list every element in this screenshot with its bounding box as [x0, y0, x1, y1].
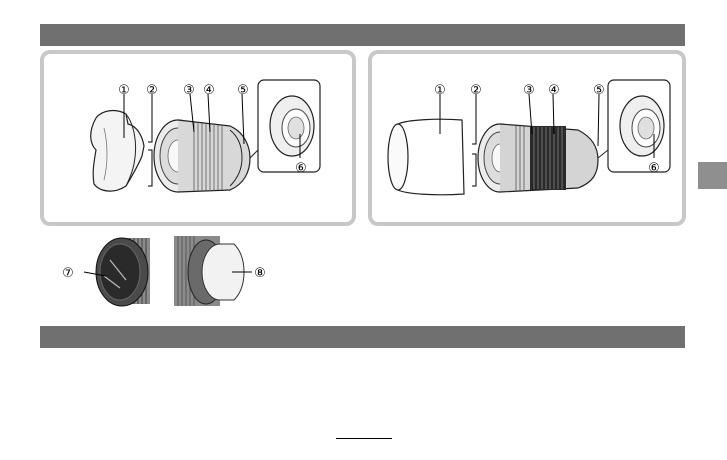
- lens-diagram-right-drawing: ① ② ③ ④ ⑤ ⑥: [372, 54, 690, 230]
- lens-mount-inset-left: [250, 80, 320, 172]
- lens-caps-figures: ⑦ ⑧: [56, 230, 296, 315]
- section-header-bar-top: [40, 24, 685, 46]
- callout-8: ⑧: [254, 266, 266, 281]
- section-header-bar-bottom: [40, 326, 685, 348]
- callout-3-left: ③: [183, 83, 195, 98]
- callout-4-right: ④: [548, 83, 560, 98]
- lens-diagram-panel-right: ① ② ③ ④ ⑤ ⑥: [368, 50, 686, 226]
- rear-lens-cap-illustration: [174, 236, 252, 306]
- lens-diagram-left-drawing: ① ② ③ ④ ⑤ ⑥: [44, 54, 360, 230]
- callout-2-left: ②: [146, 83, 158, 98]
- side-index-tab: [698, 162, 727, 189]
- lens-diagram-panel-left: ① ② ③ ④ ⑤ ⑥: [40, 50, 356, 226]
- callout-1-left: ①: [118, 83, 130, 98]
- page-number-rule: [336, 438, 392, 439]
- lens-body-illustration-left: [154, 120, 250, 192]
- front-lens-cap-illustration: [84, 236, 150, 306]
- callout-2-right: ②: [470, 83, 482, 98]
- round-lens-hood-illustration: [388, 119, 464, 195]
- callout-4-left: ④: [203, 83, 215, 98]
- callout-3-right: ③: [523, 83, 535, 98]
- lens-caps-drawing: ⑦ ⑧: [56, 230, 296, 310]
- callout-7: ⑦: [62, 266, 74, 281]
- petal-lens-hood-illustration: [91, 111, 144, 192]
- callout-6-right: ⑥: [648, 161, 660, 176]
- lens-body-illustration-right: [478, 124, 598, 192]
- callout-5-right: ⑤: [593, 83, 605, 98]
- callout-5-left: ⑤: [237, 83, 249, 98]
- callout-6-left: ⑥: [295, 161, 307, 176]
- callout-1-right: ①: [434, 83, 446, 98]
- lens-mount-inset-right: [598, 80, 670, 172]
